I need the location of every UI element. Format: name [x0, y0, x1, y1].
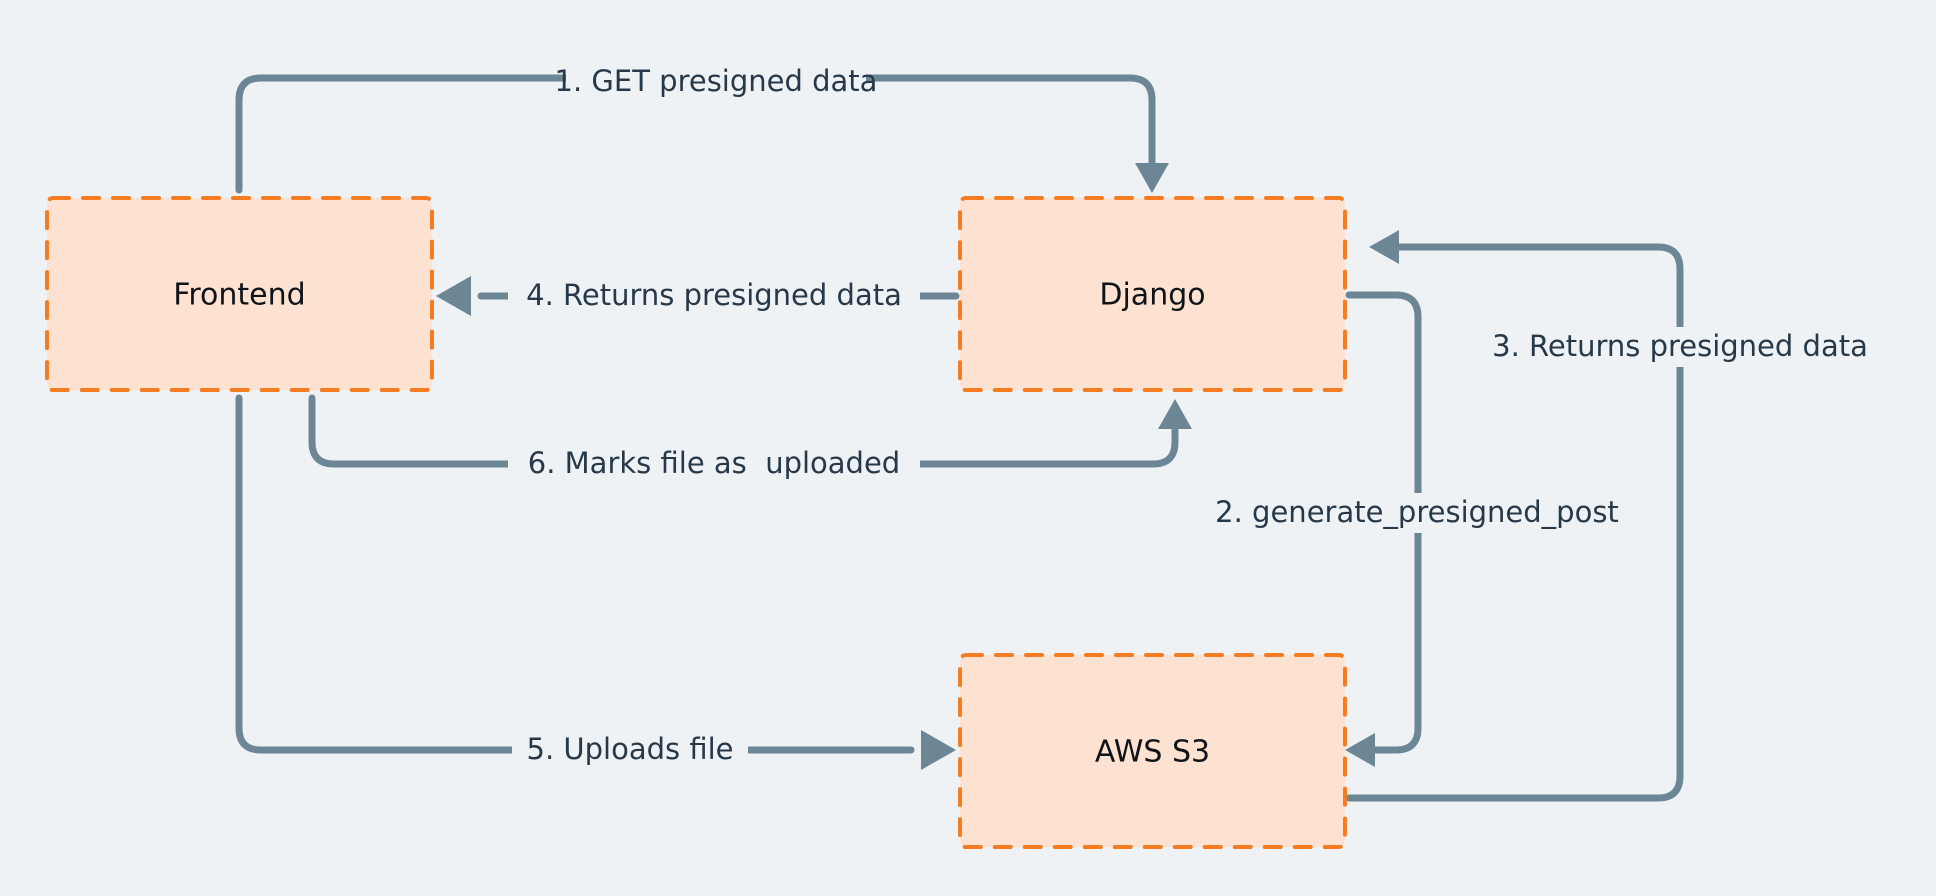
edge-4-label: 4. Returns presigned data: [526, 278, 902, 312]
edge-1-label-group: 1. GET presigned data: [555, 62, 878, 102]
arrowhead-icon: [1158, 399, 1192, 429]
arrowhead-icon: [436, 276, 471, 316]
edge-2-label: 2. generate_presigned_post: [1215, 495, 1619, 529]
edge-4-label-group: 4. Returns presigned data: [508, 276, 920, 316]
edge-5-uploads-file: [235, 394, 956, 770]
node-django-box[interactable]: [958, 196, 1347, 392]
arrowhead-icon: [1369, 230, 1399, 264]
node-django[interactable]: Django: [958, 196, 1347, 392]
edge-3-returns-presigned-data: [1345, 230, 1684, 802]
node-frontend[interactable]: Frontend: [45, 196, 434, 392]
edge-3-label: 3. Returns presigned data: [1492, 329, 1868, 363]
edge-2-label-group: 2. generate_presigned_post: [1200, 493, 1634, 533]
node-django-label: Django: [1099, 278, 1205, 313]
node-frontend-box[interactable]: [45, 196, 434, 392]
edge-6-label-group: 6. Marks file as uploaded: [508, 444, 920, 484]
arrowhead-icon: [921, 730, 956, 770]
node-aws-s3[interactable]: AWS S3: [958, 653, 1347, 849]
edge-3-label-group: 3. Returns presigned data: [1482, 327, 1878, 367]
edge-5-label-group: 5. Uploads file: [512, 730, 748, 770]
edge-5-label: 5. Uploads file: [527, 732, 734, 766]
node-aws-s3-label: AWS S3: [1095, 735, 1210, 770]
arrowhead-icon: [1345, 733, 1375, 767]
node-frontend-label: Frontend: [173, 278, 305, 313]
edge-1-label: 1. GET presigned data: [555, 64, 878, 98]
edge-6-label: 6. Marks file as uploaded: [528, 446, 900, 480]
arrowhead-icon: [1135, 163, 1169, 193]
node-aws-s3-box[interactable]: [958, 653, 1347, 849]
